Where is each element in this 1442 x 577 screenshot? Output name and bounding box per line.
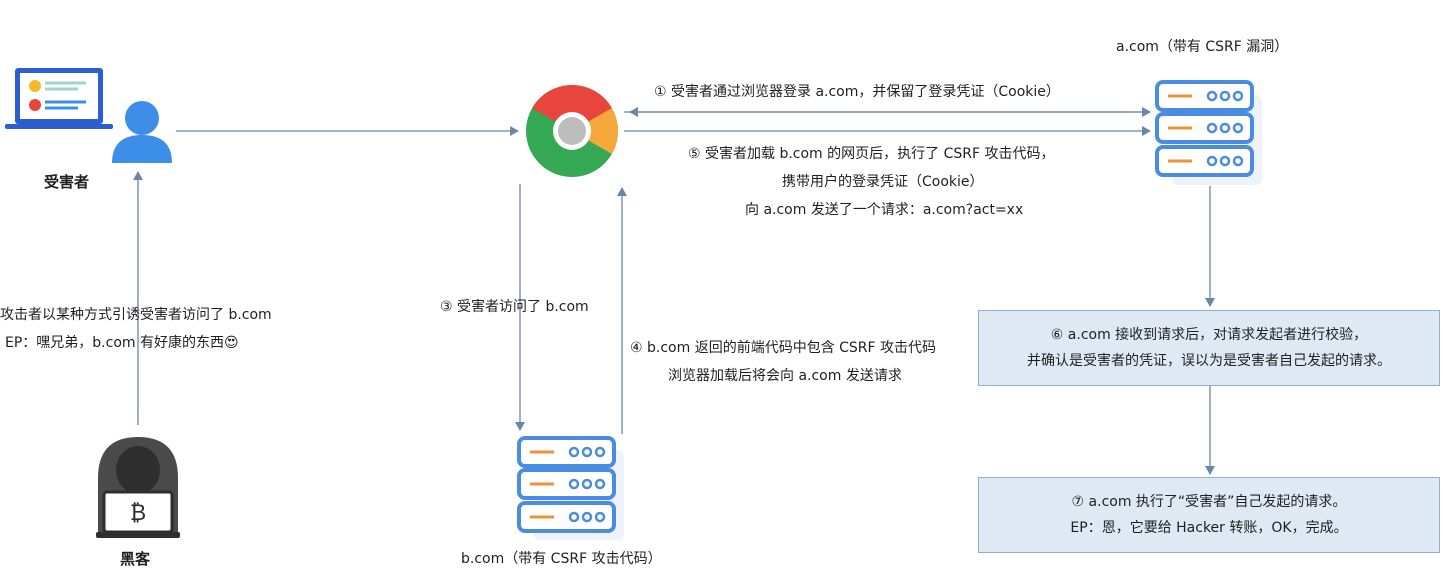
server-b-label: b.com（带有 CSRF 攻击代码）: [461, 551, 662, 567]
step3-label: ③ 受害者访问了 b.com: [440, 299, 589, 315]
chrome-browser-icon: [526, 85, 618, 177]
step5-line3: 向 a.com 发送了一个请求：a.com?act=xx: [745, 202, 1024, 218]
bitcoin-icon: ₿: [130, 501, 146, 526]
step7-line2: EP：恩，它要给 Hacker 转账，OK，完成。: [1070, 520, 1348, 536]
server-rack-icon: [1155, 80, 1262, 185]
step4-line1: ④ b.com 返回的前端代码中包含 CSRF 攻击代码: [630, 340, 937, 356]
step6-line1: ⑥ a.com 接收到请求后，对请求发起者进行校验，: [1050, 327, 1368, 343]
step7-box: ⑦ a.com 执行了“受害者”自己发起的请求。 EP：恩，它要给 Hacker…: [978, 477, 1440, 553]
step5-line1: ⑤ 受害者加载 b.com 的网页后，执行了 CSRF 攻击代码，: [688, 146, 1055, 162]
step2-line2: EP：嘿兄弟，b.com 有好康的东西😍: [5, 335, 239, 351]
arrows: [133, 107, 1215, 475]
laptop-icon: [5, 68, 113, 129]
smiling-hearts-emoji: 😍: [223, 335, 239, 351]
svg-text:₿: ₿: [130, 501, 146, 526]
step6-box: ⑥ a.com 接收到请求后，对请求发起者进行校验， 并确认是受害者的凭证，误以…: [978, 310, 1440, 386]
user-icon: [112, 101, 172, 163]
hooded-hacker-icon: [96, 437, 180, 538]
step5-line2: 携带用户的登录凭证（Cookie）: [782, 174, 984, 190]
step7-line1: ⑦ a.com 执行了“受害者”自己发起的请求。: [1071, 494, 1347, 510]
hacker-label: 黑客: [120, 550, 151, 568]
server-a-label: a.com（带有 CSRF 漏洞）: [1116, 39, 1289, 55]
step2-line1: 攻击者以某种方式引诱受害者访问了 b.com: [0, 307, 272, 323]
victim-label: 受害者: [44, 173, 90, 191]
server-rack-icon: [517, 436, 624, 540]
step6-line2: 并确认是受害者的凭证，误以为是受害者自己发起的请求。: [1027, 353, 1391, 369]
step1-label: ① 受害者通过浏览器登录 a.com，并保留了登录凭证（Cookie）: [654, 84, 1060, 100]
step4-line2: 浏览器加载后将会向 a.com 发送请求: [668, 368, 902, 384]
